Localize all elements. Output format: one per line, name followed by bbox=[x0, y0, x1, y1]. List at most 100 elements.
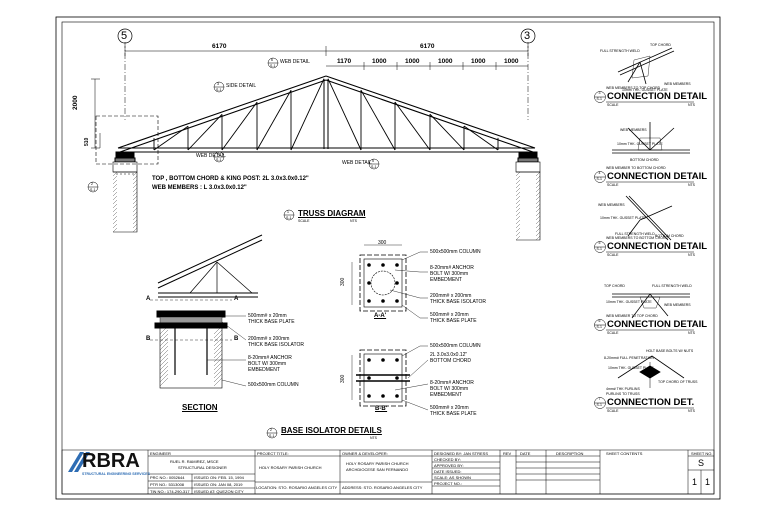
connection-title: CONNECTION DETAIL bbox=[607, 241, 708, 252]
plan-aa-title: A-A' bbox=[374, 313, 387, 319]
connection-nts: NTS bbox=[688, 183, 695, 187]
section-l3: 200mm# x 200mm bbox=[248, 336, 290, 342]
callout-side-detail: SIDE DETAIL bbox=[226, 83, 257, 89]
dim-span-right: 6170 bbox=[420, 43, 435, 50]
logo-text: RBRA bbox=[82, 450, 140, 472]
connection-label: 10mm THK. GUSSET PLATE bbox=[608, 366, 654, 370]
callout-web-detail-right: WEB DETAIL bbox=[342, 160, 372, 166]
plan-bb-l5: BOLT W/ 300mm bbox=[430, 386, 469, 392]
connection-sheet: S-1 bbox=[596, 177, 602, 181]
logo-subtitle: STRUCTURAL ENGINEERING SERVICES bbox=[82, 472, 150, 476]
plan-bb-l3: BOTTOM CHORD bbox=[430, 358, 472, 364]
anchor-bolt bbox=[367, 358, 371, 362]
grid-bubble-left bbox=[117, 28, 133, 44]
connection-scale: SCALE bbox=[607, 331, 619, 335]
plan-bb-l6: EMBEDMENT bbox=[430, 392, 462, 398]
plan-bb-l7: 500mm# x 20mm bbox=[430, 405, 469, 411]
connection-sheet: S-1 bbox=[596, 97, 602, 101]
section-l1: 500mm# x 20mm bbox=[248, 313, 287, 319]
connection-nts: NTS bbox=[688, 331, 695, 335]
base-detail-callout-box bbox=[95, 115, 159, 165]
member-note-1: TOP , BOTTOM CHORD & KING POST: 2L 3.0x3… bbox=[152, 176, 309, 182]
plan-bb bbox=[351, 349, 410, 407]
connection-label: WEB MEMBERS bbox=[620, 128, 647, 132]
plan-bb-title: B-B' bbox=[375, 406, 388, 412]
anchor-bolt bbox=[395, 394, 399, 398]
truss-diagram-sheet: S-1 bbox=[286, 216, 292, 220]
connection-label: 8-20mm# FULL PENETRATION bbox=[604, 356, 654, 360]
approved-by: APPROVED BY: bbox=[434, 463, 464, 468]
designed-by: DESIGNED BY: JAN STRESS bbox=[434, 451, 489, 456]
callout-web-detail-left-num: 4 bbox=[217, 152, 219, 156]
anchor-bolt bbox=[395, 263, 399, 267]
plan-aa-l1: 500x500mm COLUMN bbox=[430, 249, 481, 255]
drawing-scale: SCALE: AS SHOWN bbox=[434, 475, 471, 480]
anchor-bolt bbox=[381, 263, 385, 267]
callout-side-detail-num: 3 bbox=[217, 82, 219, 86]
sheet-code: S bbox=[698, 458, 705, 468]
connection-label: HOLT BASE BOLTS W/ NUTS bbox=[646, 349, 694, 353]
sheet-no-header: SHEET NO. bbox=[691, 451, 713, 456]
anchor-bolt bbox=[395, 358, 399, 362]
base-isolator-nts: NTS bbox=[370, 436, 377, 440]
section-l4: THICK BASE ISOLATOR bbox=[248, 342, 304, 348]
connection-bubbles bbox=[594, 91, 694, 409]
plan-bb-l8: THICK BASE PLATE bbox=[430, 411, 477, 417]
section-title: SECTION bbox=[182, 403, 218, 412]
anchor-bolts-bb bbox=[367, 358, 399, 398]
connection-title: CONNECTION DETAIL bbox=[607, 319, 708, 330]
plan-bb-l4: 8-20mm# ANCHOR bbox=[430, 380, 474, 386]
connection-label: FULL STRENGTH WELD bbox=[600, 49, 640, 53]
section-l8: 500x500mm COLUMN bbox=[248, 382, 299, 388]
grid-label-right: 3 bbox=[524, 30, 531, 42]
connection-label: 4mm# THK PURLINS bbox=[606, 387, 640, 391]
project-location: LOCATION: STO. ROSARIO ANGELES CITY bbox=[256, 485, 338, 490]
plan-aa-l4: EMBEDMENT bbox=[430, 277, 462, 283]
connection-nts: NTS bbox=[688, 253, 695, 257]
callout-web-detail-right-sheet: S-1 bbox=[371, 165, 377, 169]
connection-label: WEB MEMBERS bbox=[664, 82, 691, 86]
plan-aa-l8: THICK BASE PLATE bbox=[430, 318, 477, 324]
anchor-bolt bbox=[367, 376, 371, 380]
anchor-bolt bbox=[367, 263, 371, 267]
connection-label: 10mm THK. GUSSET PLATE bbox=[606, 300, 652, 304]
anchor-bolt bbox=[381, 358, 385, 362]
callout-web-detail-right-num: 5 bbox=[372, 159, 374, 163]
title-block-grid bbox=[61, 449, 715, 495]
section-l6: BOLT W/ 300mm bbox=[248, 361, 287, 367]
connection-number: 7 bbox=[598, 397, 601, 401]
connection-scale: SCALE bbox=[607, 409, 619, 413]
leader-lines bbox=[207, 251, 429, 411]
ptr-no: PTR NO.: 5313008 bbox=[150, 482, 185, 487]
anchor-bolt bbox=[367, 299, 371, 303]
plan-aa-l5: 200mm# x 200mm bbox=[430, 293, 472, 299]
anchor-bolt bbox=[367, 281, 371, 285]
connection-subtitle: WEB MEMBER TO BOTTOM CHORD bbox=[606, 166, 666, 170]
truss-diagram-nts: NTS bbox=[350, 219, 357, 223]
project-header: PROJECT TITLE: bbox=[257, 451, 289, 456]
connection-nts: NTS bbox=[688, 103, 695, 107]
connection-label: BOTTOM CHORD bbox=[630, 158, 659, 162]
connection-sheet: S-1 bbox=[596, 247, 602, 251]
connection-label: TOP CHORD bbox=[604, 284, 625, 288]
dim-panel: 1000 bbox=[471, 58, 486, 65]
owner-header: OWNER & DEVELOPER: bbox=[342, 451, 388, 456]
section-label-a-right: A bbox=[234, 296, 239, 302]
truss-diagram-scale: SCALE bbox=[298, 219, 310, 223]
connection-subtitle: WEB MEMBER TO TOP CHORD bbox=[606, 314, 658, 318]
connection-title: CONNECTION DETAIL bbox=[607, 171, 708, 182]
dim-panel: 1000 bbox=[438, 58, 453, 65]
tin-issued: ISSUED AT: QUEZON CITY bbox=[194, 489, 244, 494]
connection-label: WEB MEMBERS bbox=[598, 203, 625, 207]
checked-by: CHECKED BY: bbox=[434, 457, 461, 462]
connection-number: 6 bbox=[598, 319, 601, 323]
member-note-2: WEB MEMBERS : L 3.0x3.0x0.12" bbox=[152, 185, 247, 191]
connection-scale: SCALE bbox=[607, 183, 619, 187]
date-header: DATE bbox=[520, 451, 531, 456]
section-label-a-left: A bbox=[146, 296, 151, 302]
section-l7: EMBEDMENT bbox=[248, 367, 280, 373]
plan-aa-l6: THICK BASE ISOLATOR bbox=[430, 299, 486, 305]
callout-web-detail-left: WEB DETAIL bbox=[196, 153, 226, 159]
connection-subtitle: PURLINS TO TRUSS bbox=[606, 392, 640, 396]
